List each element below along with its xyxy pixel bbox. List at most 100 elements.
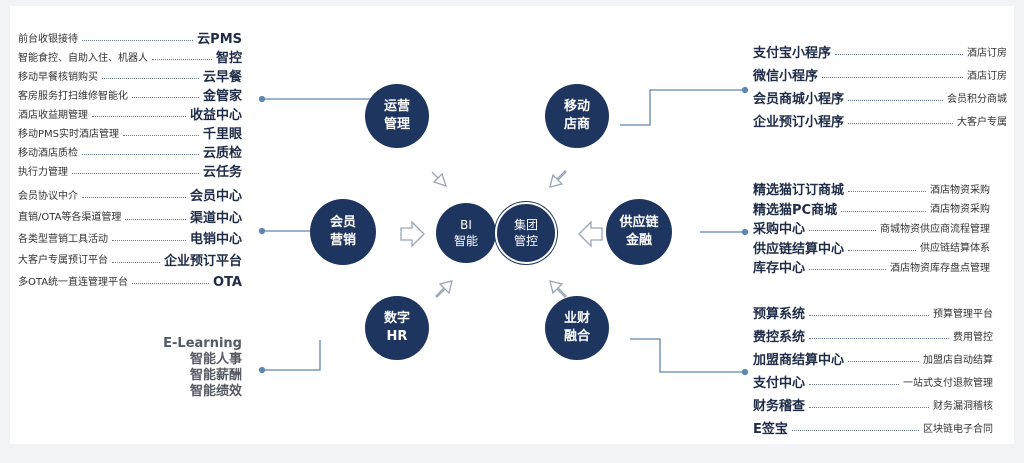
item-description: 酒店物资库存盘点管理 bbox=[890, 262, 990, 274]
ops-item: 智能食控、自助入住、机器人 智控 bbox=[18, 52, 242, 65]
ops-item: 执行力管理 云任务 bbox=[18, 166, 242, 179]
mobile-item: 微信小程序 酒店订房 bbox=[753, 70, 1007, 83]
item-name: 云质检 bbox=[202, 146, 242, 161]
item-description: 酒店订房 bbox=[967, 47, 1007, 59]
item-description: 移动PMS实时酒店管理 bbox=[18, 128, 120, 140]
dotted-leader bbox=[72, 173, 199, 174]
hub-member: 会员 营销 bbox=[310, 199, 376, 265]
item-name: 精选猫订订商城 bbox=[753, 183, 845, 198]
hr-item: 智能绩效 bbox=[189, 384, 242, 399]
mobile-item: 会员商城小程序会员积分商城 bbox=[753, 93, 1007, 106]
hub-supply-label-1: 供应链 bbox=[619, 215, 659, 231]
dotted-leader bbox=[809, 269, 886, 270]
item-description: 会员协议中介 bbox=[18, 190, 78, 202]
dotted-leader bbox=[809, 230, 876, 231]
dotted-leader bbox=[809, 384, 899, 385]
item-name: 云PMS bbox=[197, 32, 242, 47]
hub-bi: BI 智能 bbox=[436, 203, 496, 263]
hub-bi-label-2: 智能 bbox=[453, 234, 478, 248]
hub-mobile-label-1: 移动 bbox=[563, 99, 590, 115]
dotted-leader bbox=[102, 78, 199, 79]
item-description: 商城物资供应商流程管理 bbox=[880, 223, 990, 235]
dotted-leader bbox=[809, 338, 949, 339]
dotted-leader bbox=[132, 283, 210, 284]
mobile-connector bbox=[620, 89, 745, 126]
hub-group-label-2: 管控 bbox=[513, 234, 538, 248]
hub-group-label-1: 集团 bbox=[513, 217, 538, 232]
dotted-leader bbox=[809, 315, 929, 316]
dotted-leader bbox=[132, 97, 199, 98]
item-description: 智能食控、自助入住、机器人 bbox=[18, 52, 148, 64]
arrow-from-fin bbox=[549, 280, 567, 298]
item-name: 库存中心 bbox=[753, 261, 806, 276]
hr-item: 智能薪酬 bbox=[189, 368, 242, 383]
member-item: 大客户专属预订平台 企业预订平台 bbox=[18, 255, 242, 268]
hub-supply: 供应链 金融 bbox=[606, 199, 672, 265]
mobile-item: 企业预订小程序大客户专属 bbox=[753, 116, 1007, 129]
hub-supply-label-2: 金融 bbox=[625, 233, 652, 248]
dotted-leader bbox=[152, 59, 212, 60]
hr-item: E-Learning bbox=[163, 336, 242, 351]
item-name: 电销中心 bbox=[189, 232, 242, 247]
dotted-leader bbox=[848, 123, 953, 124]
item-name: 云任务 bbox=[202, 165, 242, 180]
item-name: 加盟商结算中心 bbox=[753, 353, 845, 368]
dotted-leader bbox=[92, 116, 186, 117]
supply-item: 库存中心 酒店物资库存盘点管理 bbox=[753, 262, 990, 275]
hub-fin-label-1: 业财 bbox=[563, 311, 590, 327]
item-description: 费用管控 bbox=[953, 331, 993, 343]
item-description: 会员积分商城 bbox=[947, 93, 1007, 105]
dotted-leader bbox=[82, 197, 186, 198]
arrow-from-supply bbox=[578, 220, 603, 248]
dotted-leader bbox=[841, 210, 926, 212]
member-connector-dot bbox=[258, 227, 266, 235]
supply-item: 供应链结算中心 供应链结算体系 bbox=[753, 243, 990, 256]
mobile-item: 支付宝小程序酒店订房 bbox=[753, 47, 1007, 60]
fin-item: 预算系统预算管理平台 bbox=[753, 308, 993, 321]
dotted-leader bbox=[112, 261, 160, 263]
item-description: 酒店物资采购 bbox=[930, 184, 990, 196]
item-description: 加盟店自动结算 bbox=[923, 354, 993, 366]
hr-item: 智能人事 bbox=[189, 352, 242, 367]
item-description: 供应链结算体系 bbox=[920, 243, 990, 254]
dotted-leader bbox=[848, 361, 919, 362]
item-description: 前台收银接待 bbox=[18, 33, 78, 45]
arrow-from-hr bbox=[435, 280, 453, 298]
dotted-leader bbox=[835, 54, 963, 55]
hr-connector bbox=[262, 340, 321, 371]
item-name: 渠道中心 bbox=[189, 210, 242, 226]
arrow-from-ops bbox=[431, 171, 448, 188]
arrow-from-mobile bbox=[549, 170, 567, 188]
hub-mobile-label-2: 店商 bbox=[563, 117, 590, 132]
item-description: 执行力管理 bbox=[18, 166, 68, 178]
ops-item: 移动酒店质检云质检 bbox=[18, 147, 242, 160]
item-description: 酒店订房 bbox=[967, 70, 1007, 82]
ops-connector-dot bbox=[258, 95, 266, 103]
item-description: 直销/OTA等各渠道管理 bbox=[18, 212, 122, 223]
fin-item: 费控系统费用管控 bbox=[753, 331, 993, 344]
item-description: 大客户专属预订平台 bbox=[18, 255, 108, 266]
fin-item: E签宝区块链电子合同 bbox=[753, 423, 993, 436]
item-description: 酒店收益期管理 bbox=[18, 109, 88, 121]
member-item: 各类型营销工具活动 电销中心 bbox=[18, 233, 242, 246]
hub-fin: 业财 融合 bbox=[545, 296, 609, 360]
dotted-leader bbox=[848, 249, 916, 251]
ops-item: 移动PMS实时酒店管理千里眼 bbox=[18, 128, 242, 141]
item-name: 企业预订平台 bbox=[163, 253, 242, 269]
item-description: 各类型营销工具活动 bbox=[18, 233, 108, 245]
dotted-leader bbox=[809, 407, 929, 408]
supply-connector-dot bbox=[741, 228, 749, 236]
ops-item: 移动早餐核销购买云早餐 bbox=[18, 71, 242, 84]
dotted-leader bbox=[123, 135, 199, 136]
item-name: 微信小程序 bbox=[753, 69, 819, 84]
ops-item: 客房服务打扫维修智能化金管家 bbox=[18, 90, 242, 103]
dotted-leader bbox=[848, 191, 926, 192]
item-description: 预算管理平台 bbox=[933, 308, 993, 320]
item-name: 云早餐 bbox=[202, 70, 242, 85]
item-name: 采购中心 bbox=[753, 222, 806, 237]
item-name: 供应链结算中心 bbox=[753, 241, 845, 257]
item-name: 智控 bbox=[215, 51, 242, 66]
dotted-leader bbox=[112, 240, 186, 241]
dotted-leader bbox=[82, 40, 194, 41]
fin-connector bbox=[630, 338, 745, 373]
